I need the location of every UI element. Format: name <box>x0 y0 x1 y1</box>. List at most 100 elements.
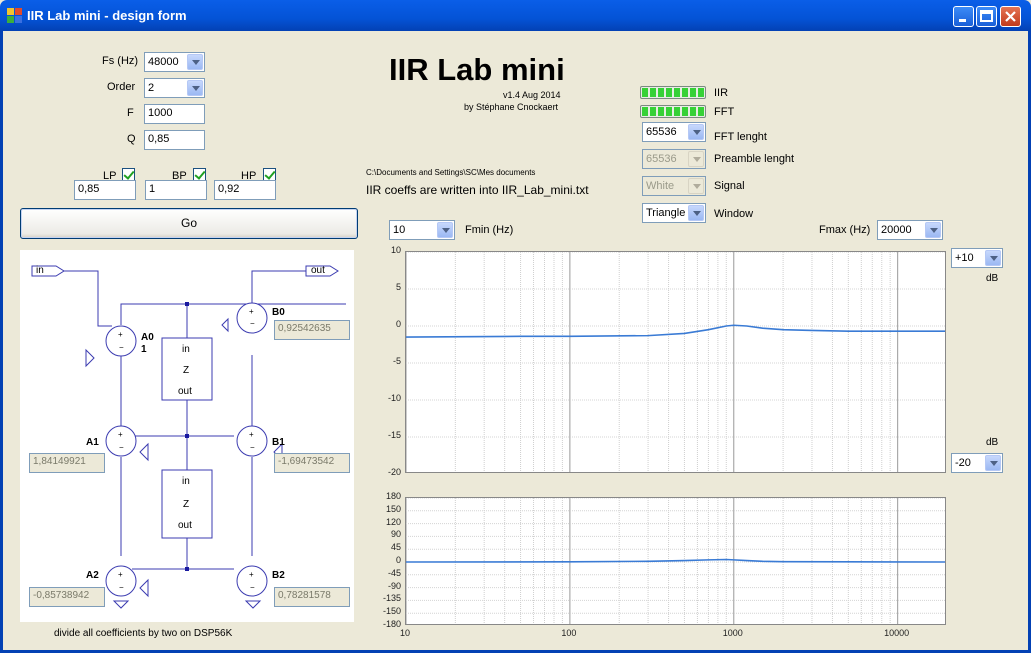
frequency-input[interactable]: 1000 <box>144 104 205 124</box>
svg-text:−: − <box>119 583 124 592</box>
app-icon <box>7 8 22 23</box>
y-tick-label: 0 <box>395 555 401 565</box>
fft-length-select[interactable]: 65536 <box>642 122 706 142</box>
chevron-down-icon[interactable] <box>985 250 1001 266</box>
chevron-down-icon[interactable] <box>925 222 941 238</box>
y-tick-label: 0 <box>395 319 401 329</box>
chevron-down-icon[interactable] <box>437 222 453 238</box>
chevron-down-icon[interactable] <box>187 80 203 96</box>
y-tick-label: 120 <box>385 516 401 527</box>
window-select[interactable]: Triangle <box>642 203 706 223</box>
a1-coefficient: 1,84149921 <box>29 453 105 473</box>
close-button[interactable] <box>1000 6 1021 27</box>
fft-progress-bar <box>640 105 706 118</box>
svg-text:+: + <box>118 430 123 439</box>
order-label: Order <box>107 81 136 93</box>
b0-coefficient: 0,92542635 <box>274 320 350 340</box>
svg-text:−: − <box>250 319 255 328</box>
output-path: C:\Documents and Settings\SC\Mes documen… <box>366 168 536 177</box>
db-min-value: -20 <box>955 457 971 469</box>
fmin-select[interactable]: 10 <box>389 220 455 240</box>
svg-text:+: + <box>249 307 254 316</box>
bp-gain-input[interactable]: 1 <box>145 180 207 200</box>
z-block-out-label: out <box>178 386 192 397</box>
y-tick-label: -45 <box>387 567 401 578</box>
q-input[interactable]: 0,85 <box>144 130 205 150</box>
x-tick-label: 10000 <box>884 628 910 638</box>
svg-text:+: + <box>249 430 254 439</box>
hp-gain-input[interactable]: 0,92 <box>214 180 276 200</box>
x-tick-label: 1000 <box>722 628 743 638</box>
b2-coefficient: 0,78281578 <box>274 587 350 607</box>
fs-select[interactable]: 48000 <box>144 52 205 72</box>
chevron-down-icon[interactable] <box>688 205 704 221</box>
x-tick-label: 100 <box>561 628 577 638</box>
db-max-select[interactable]: +10 <box>951 248 1003 268</box>
z-block-in-label: in <box>182 344 190 355</box>
x-tick-label: 10 <box>399 628 410 638</box>
window-frame <box>0 31 1031 653</box>
response-curve <box>406 324 945 338</box>
db-min-select[interactable]: -20 <box>951 453 1003 473</box>
svg-text:+: + <box>118 330 123 339</box>
a1-label: A1 <box>86 437 99 448</box>
svg-text:+: + <box>249 570 254 579</box>
fs-select-value: 48000 <box>148 56 179 68</box>
y-tick-label: 150 <box>385 503 401 514</box>
f-label: F <box>127 107 134 119</box>
signal-value: White <box>646 180 675 192</box>
chevron-down-icon[interactable] <box>688 124 704 140</box>
svg-text:−: − <box>250 443 255 452</box>
response-curve <box>406 558 945 563</box>
signal-select: White <box>642 176 706 196</box>
fft-status-label: FFT <box>714 106 735 118</box>
signal-label: Signal <box>714 180 745 192</box>
svg-text:−: − <box>119 343 124 352</box>
b1-label: B1 <box>272 437 285 448</box>
maximize-button[interactable] <box>976 6 997 27</box>
lp-gain-input[interactable]: 0,85 <box>74 180 136 200</box>
y-tick-label: -15 <box>387 430 401 440</box>
svg-text:+: + <box>118 570 123 579</box>
y-tick-label: 180 <box>385 491 401 501</box>
hp-label: HP <box>241 170 257 182</box>
db-max-unit: dB <box>986 273 999 284</box>
chevron-down-icon[interactable] <box>985 455 1001 471</box>
y-tick-label: 45 <box>390 542 401 553</box>
chevron-down-icon[interactable] <box>187 54 203 70</box>
db-max-value: +10 <box>955 252 974 264</box>
svg-text:−: − <box>250 583 255 592</box>
fs-label: Fs (Hz) <box>102 55 139 67</box>
app-heading: IIR Lab mini <box>389 52 565 87</box>
fmin-label: Fmin (Hz) <box>465 224 514 236</box>
phase-plot <box>405 497 946 625</box>
order-select[interactable]: 2 <box>144 78 205 98</box>
coeff-file-note: IIR coeffs are written into IIR_Lab_mini… <box>366 183 589 197</box>
window-label: Window <box>714 208 754 220</box>
magnitude-plot <box>405 251 946 473</box>
go-button[interactable]: Go <box>20 208 358 239</box>
fmax-value: 20000 <box>881 224 912 236</box>
db-min-unit: dB <box>986 437 999 448</box>
b1-coefficient: -1,69473542 <box>274 453 350 473</box>
b0-label: B0 <box>272 307 285 318</box>
q-label: Q <box>127 133 136 145</box>
z-block-label: Z <box>183 365 190 376</box>
y-tick-label: -150 <box>382 606 401 617</box>
svg-text:−: − <box>119 443 124 452</box>
title-bar[interactable]: IIR Lab mini - design form <box>0 0 1031 31</box>
window-title: IIR Lab mini - design form <box>27 8 187 23</box>
y-tick-label: -90 <box>387 580 401 591</box>
filter-block-diagram: +− +− +− +− +− +− in out A0 1 B0 0,92542… <box>20 250 354 622</box>
y-tick-label: 5 <box>395 282 401 292</box>
b2-label: B2 <box>272 570 285 581</box>
minimize-button[interactable] <box>953 6 974 27</box>
grid-lines <box>406 252 945 472</box>
order-select-value: 2 <box>148 82 155 94</box>
fft-length-label: FFT lenght <box>714 131 767 143</box>
fmin-value: 10 <box>393 224 406 236</box>
y-tick-label: -180 <box>382 619 401 629</box>
dsp-note: divide all coefficients by two on DSP56K <box>54 628 233 639</box>
iir-progress-fill <box>642 88 704 97</box>
fmax-select[interactable]: 20000 <box>877 220 943 240</box>
